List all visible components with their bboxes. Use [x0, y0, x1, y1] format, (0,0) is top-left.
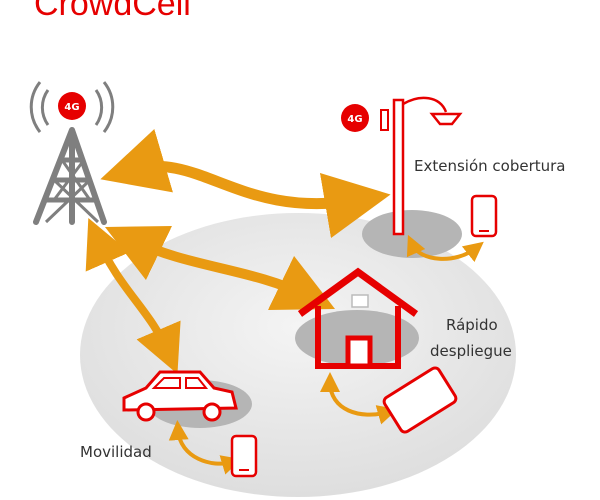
street-light-icon: 4G: [341, 96, 463, 236]
label-extension-cobertura: Extensión cobertura: [414, 157, 566, 175]
tablet-icon: [382, 366, 458, 434]
arrow-streetlight-phone: [406, 234, 484, 263]
arrow-tower-streetlight: [100, 129, 391, 239]
car-icon: [122, 370, 238, 422]
house-icon: [297, 267, 419, 369]
tower-badge: 4G: [64, 102, 79, 113]
smartphone-icon: [230, 434, 258, 478]
diagram-title: CrowdCell: [34, 0, 191, 23]
streetlight-shadow: [362, 210, 462, 258]
smartphone-icon: [470, 194, 498, 238]
label-rapido: Rápido: [446, 316, 498, 334]
arrow-car-phone: [168, 420, 242, 475]
arrow-house-tablet: [320, 372, 398, 425]
arrow-tower-car: [85, 218, 181, 375]
label-movilidad: Movilidad: [80, 443, 152, 461]
cell-tower-icon: 4G: [29, 81, 115, 225]
streetlight-badge: 4G: [347, 114, 362, 125]
label-despliegue: despliegue: [430, 342, 512, 360]
